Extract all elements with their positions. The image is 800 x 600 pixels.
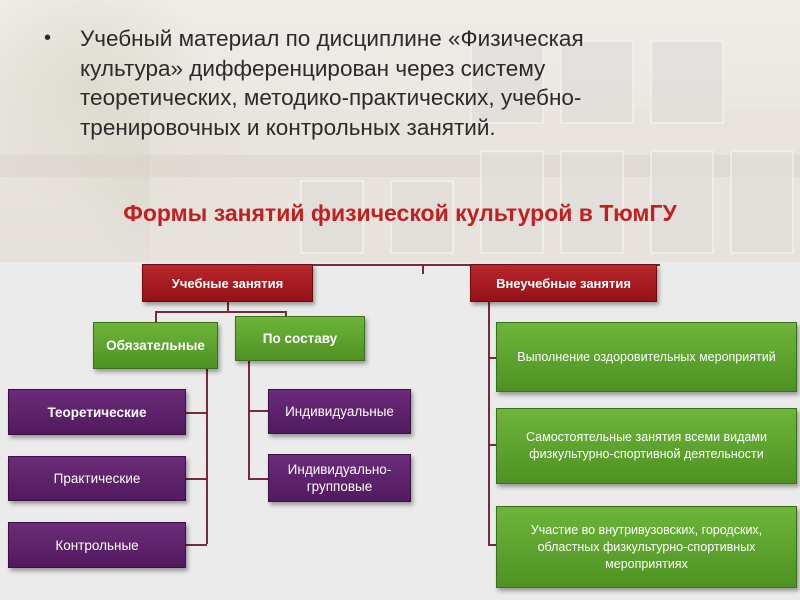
extra-item-line: Выполнение оздоровительных мероприятий xyxy=(517,349,776,364)
individual-group-box: Индивидуально- групповые xyxy=(268,454,411,502)
extra-item-line: Самостоятельные занятия всеми видами xyxy=(526,430,767,444)
extracurricular-classes-label: Внеучебные занятия xyxy=(496,275,631,291)
study-classes-box: Учебные занятия xyxy=(142,264,313,302)
mandatory-box: Обязательные xyxy=(93,322,218,369)
practical-box: Практические xyxy=(8,456,186,501)
by-composition-label: По составу xyxy=(262,331,338,346)
theoretical-label: Теоретические xyxy=(47,404,147,420)
intro-line: культура» дифференцирован через систему xyxy=(80,55,546,81)
individual-group-label-line1: Индивидуально- xyxy=(287,462,392,477)
extra-item: Самостоятельные занятия всеми видами физ… xyxy=(496,408,797,484)
individual-group-label-line2: групповые xyxy=(306,479,373,494)
intro-line: Учебный материал по дисциплине «Физическ… xyxy=(80,26,584,51)
practical-label: Практические xyxy=(53,471,141,486)
intro-line: теоретических, методико-практических, уч… xyxy=(80,85,582,110)
intro-text: Учебный материал по дисциплине «Физическ… xyxy=(80,24,760,142)
extra-item-line: областных физкультурно-спортивных xyxy=(537,539,756,554)
extra-item-line: физкультурно-спортивной деятельности xyxy=(529,447,764,461)
extra-item-line: мероприятиях xyxy=(605,556,688,571)
by-composition-box: По составу xyxy=(235,316,365,361)
control-label: Контрольные xyxy=(55,537,139,553)
background-photo xyxy=(0,0,800,262)
extra-item-line: Участие во внутривузовских, городских, xyxy=(530,522,763,537)
slide-heading: Формы занятий физической культурой в Тюм… xyxy=(123,200,677,226)
individual-label: Индивидуальные xyxy=(285,404,394,419)
extra-item: Участие во внутривузовских, городских, о… xyxy=(496,506,797,588)
intro-line: тренировочных и контрольных занятий. xyxy=(80,114,496,140)
individual-box: Индивидуальные xyxy=(268,389,411,434)
study-classes-label: Учебные занятия xyxy=(171,275,284,291)
extra-item: Выполнение оздоровительных мероприятий xyxy=(496,322,797,392)
mandatory-label: Обязательные xyxy=(106,338,205,353)
bullet-marker: • xyxy=(44,27,52,49)
control-box: Контрольные xyxy=(8,522,186,568)
theoretical-box: Теоретические xyxy=(8,389,186,435)
extracurricular-classes-box: Внеучебные занятия xyxy=(470,264,657,302)
